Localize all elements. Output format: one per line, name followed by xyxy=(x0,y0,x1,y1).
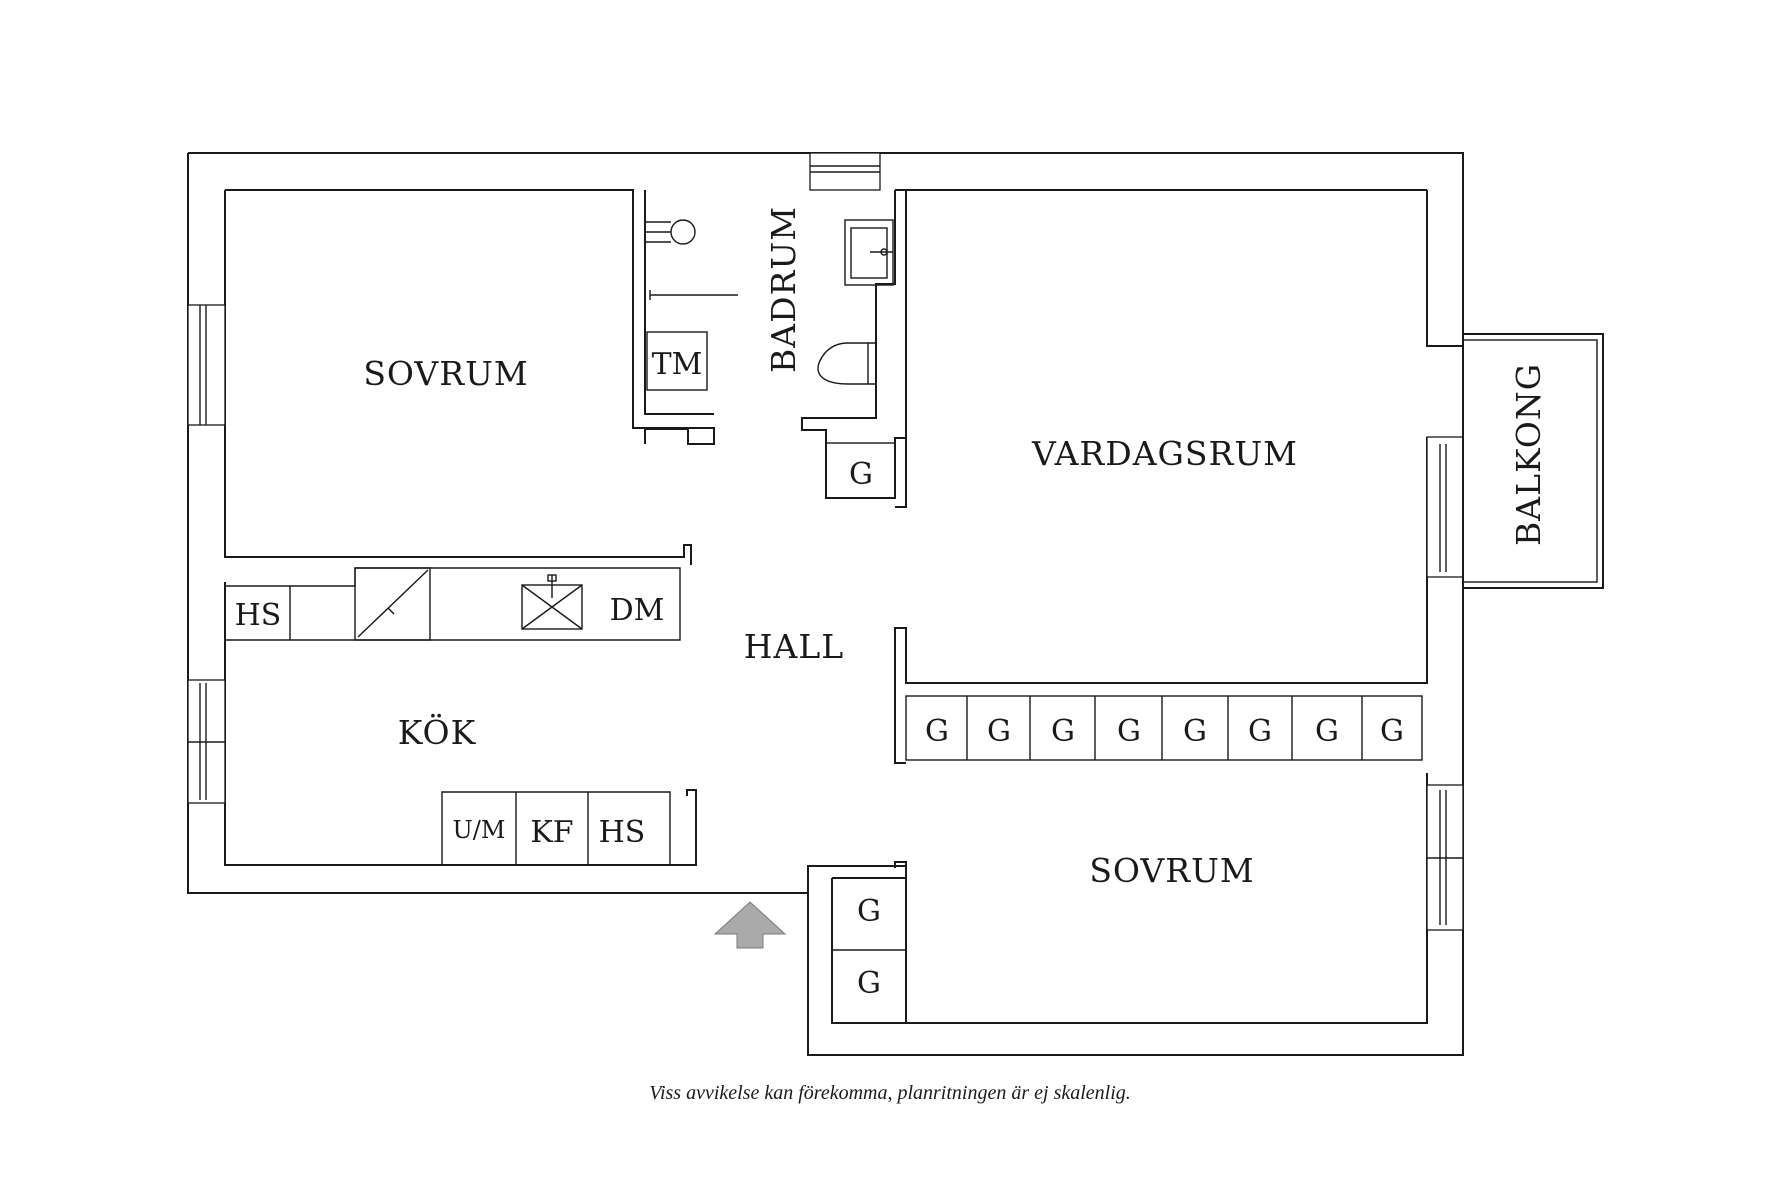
washing-machine-box xyxy=(646,331,708,391)
room-label-sovrum-bottom: SOVRUM xyxy=(1089,851,1254,890)
kitchen-wall xyxy=(224,582,697,866)
fixture-label-g-1: G xyxy=(925,714,949,749)
room-label-balkong: BALKONG xyxy=(1509,363,1548,546)
bedroom-bottom-wall xyxy=(894,773,1428,1024)
room-label-hall: HALL xyxy=(744,627,844,666)
bathroom-wall-left xyxy=(644,190,714,415)
disclaimer-note: Viss avvikelse kan förekomma, planritnin… xyxy=(649,1082,1131,1104)
kitchen-counter-top xyxy=(225,567,681,641)
fixture-label-g-3: G xyxy=(1051,714,1075,749)
room-label-badrum: BADRUM xyxy=(764,206,803,373)
kitchen-counter-bottom xyxy=(441,791,671,865)
room-label-kok: KÖK xyxy=(398,712,477,752)
fixture-label-g-5: G xyxy=(1183,714,1207,749)
fixture-label-tm: TM xyxy=(652,347,703,382)
bedroom-top-wall xyxy=(224,190,692,565)
fixture-label-g-4: G xyxy=(1117,714,1141,749)
fixture-label-hs-bottom: HS xyxy=(599,815,646,850)
room-label-sovrum-top: SOVRUM xyxy=(363,354,528,393)
fixture-label-hs-top: HS xyxy=(235,598,282,633)
fixture-label-g-6: G xyxy=(1248,714,1272,749)
shower-head-icon xyxy=(670,219,696,245)
room-label-vardagsrum: VARDAGSRUM xyxy=(1031,434,1298,473)
fixture-label-kf: KF xyxy=(530,815,573,850)
fixture-label-g-8: G xyxy=(1380,714,1404,749)
fixture-label-g-7: G xyxy=(1315,714,1339,749)
wardrobe-bath xyxy=(825,442,896,499)
living-room-wall xyxy=(1426,190,1463,347)
fixture-label-um: U/M xyxy=(453,816,506,844)
entrance-arrow-icon xyxy=(713,901,787,949)
fixture-label-g-bed-1: G xyxy=(857,894,881,929)
wardrobe-row xyxy=(905,695,1423,761)
stove-icon xyxy=(354,567,431,641)
outer-wall xyxy=(187,152,1464,1056)
fixture-label-g-bath: G xyxy=(849,457,873,492)
fixture-label-g-bed-2: G xyxy=(857,966,881,1001)
toilet-icon xyxy=(817,342,877,385)
inner-wall-top-left xyxy=(225,189,715,445)
fixture-label-dm: DM xyxy=(610,593,665,628)
fixture-label-g-2: G xyxy=(987,714,1011,749)
window-right-living xyxy=(1426,436,1464,578)
